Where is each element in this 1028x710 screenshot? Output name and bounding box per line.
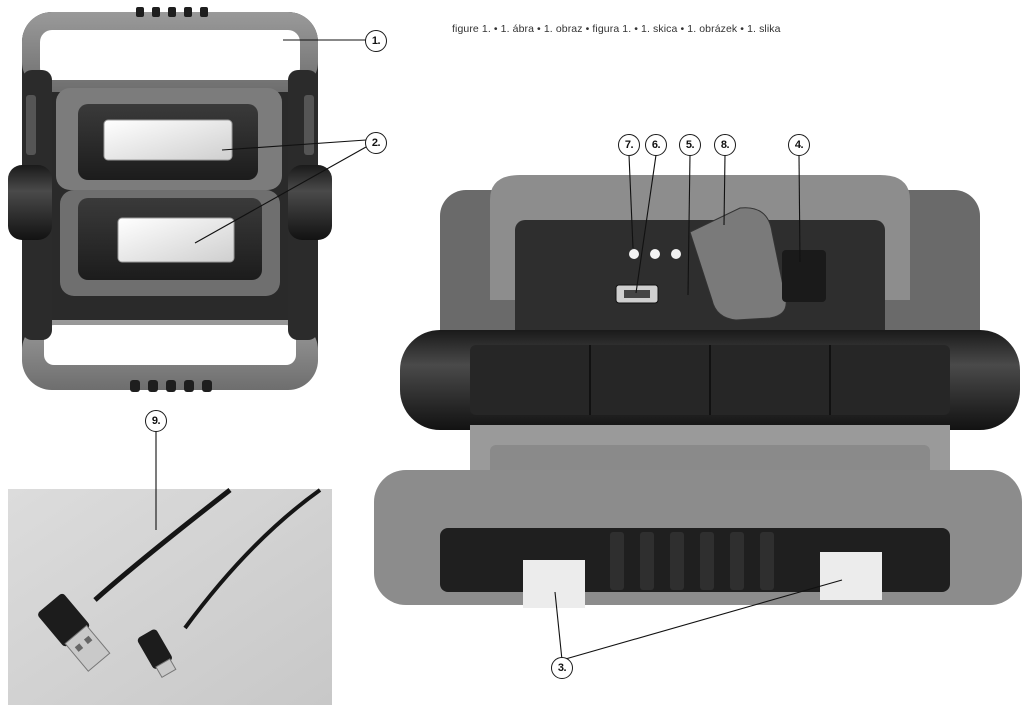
callout-leaders xyxy=(155,39,843,661)
callout-3: 3. xyxy=(551,657,573,679)
figure-caption: figure 1. • 1. ábra • 1. obraz • figura … xyxy=(452,23,781,35)
callout-8: 8. xyxy=(714,134,736,156)
work-light-rear-photo xyxy=(374,175,1022,608)
callout-9: 9. xyxy=(145,410,167,432)
callout-1: 1. xyxy=(365,30,387,52)
callout-6: 6. xyxy=(645,134,667,156)
usb-cable-photo xyxy=(8,488,332,705)
callout-4: 4. xyxy=(788,134,810,156)
callout-5: 5. xyxy=(679,134,701,156)
callout-7: 7. xyxy=(618,134,640,156)
work-light-front-photo xyxy=(8,7,332,392)
callout-2: 2. xyxy=(365,132,387,154)
